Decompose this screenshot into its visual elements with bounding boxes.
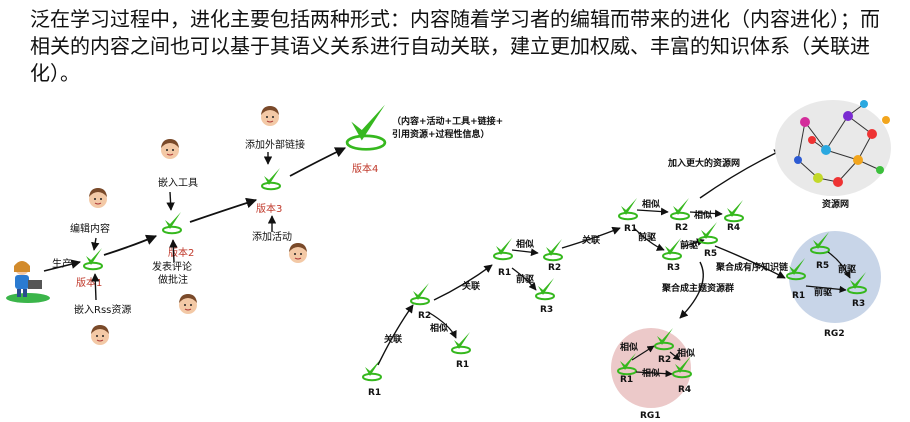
- embed-tool-label: 嵌入工具: [158, 177, 198, 189]
- resource-net-label: 资源网: [822, 198, 849, 210]
- rg2-prereq-a-label: 前驱: [838, 263, 856, 275]
- rg2-prereq-b-label: 前驱: [814, 286, 832, 298]
- join-larger-net-label: 加入更大的资源网: [667, 157, 740, 169]
- version3-check-icon: [261, 167, 281, 191]
- stage1-r1-label: R1: [368, 388, 381, 398]
- rg1-group: R2 R1 R4 相似 相似 相似: [611, 327, 695, 408]
- stage2-r2-label: R2: [548, 263, 561, 273]
- link-person-icon: [260, 105, 280, 127]
- rg1-r1-label: R1: [620, 375, 633, 385]
- add-external-link-label: 添加外部链接: [245, 138, 305, 151]
- stage3-similar-a-label: 相似: [642, 198, 660, 210]
- stage3-assoc-label: 关联: [582, 234, 601, 246]
- rg1-label: RG1: [640, 411, 661, 421]
- stage1-r2-check-icon: [410, 282, 430, 306]
- rg2-r3-label: R3: [852, 299, 865, 309]
- stage2-r1-check-icon: [493, 237, 513, 261]
- annotate-label: 做批注: [158, 273, 188, 286]
- version3-label: 版本3: [256, 202, 282, 215]
- produce-label: 生产: [52, 257, 72, 270]
- version4-desc-line1: （内容+活动+工具+链接+: [392, 115, 503, 127]
- stage2-r2-check-icon: [543, 238, 563, 262]
- intro-paragraph: 泛在学习过程中，进化主要包括两种形式：内容随着学习者的编辑而带来的进化（内容进化…: [30, 7, 880, 85]
- rg2-group: R5 R1 R3 前驱 前驱: [786, 231, 881, 323]
- stage2-assoc-label: 关联: [462, 280, 481, 292]
- stage3-r2-label: R2: [675, 223, 688, 233]
- stage3-prereq-b-label: 前驱: [680, 239, 698, 251]
- stage1-r1b-label: R1: [456, 360, 469, 370]
- commenter-person-icon: [178, 293, 198, 315]
- stage3-similar-b-label: 相似: [694, 209, 712, 221]
- stage1-r2-label: R2: [418, 311, 431, 321]
- content-evolution: 生产 版本1 编辑内容 嵌入Rss资源 版本2 嵌入工具 发表评论 做批注: [6, 104, 503, 346]
- rg1-similar-b-label: 相似: [677, 347, 695, 359]
- aggregate-ordered-label: 聚合成有序知识链: [715, 261, 789, 273]
- producer-person-icon: [6, 261, 50, 303]
- resource-net-network-icon: [775, 100, 891, 196]
- version4-label: 版本4: [352, 162, 378, 175]
- edit-content-label: 编辑内容: [70, 222, 110, 235]
- stage3-r4-label: R4: [727, 223, 740, 233]
- aggregate-topic-label: 聚合成主题资源群: [661, 282, 734, 294]
- version1-label: 版本1: [76, 276, 102, 289]
- activity-person-icon: [288, 242, 308, 264]
- stage3-r1-label: R1: [624, 224, 637, 234]
- stage2-similar-label: 相似: [516, 238, 534, 250]
- tool-person-icon: [160, 138, 180, 160]
- embed-rss-label: 嵌入Rss资源: [74, 303, 131, 316]
- rg1-similar-a-label: 相似: [620, 341, 638, 353]
- stage3-r1-check-icon: [618, 197, 638, 221]
- stage3-r3-label: R3: [667, 263, 680, 273]
- stage2-r1-label: R1: [498, 268, 511, 278]
- version4-check-icon: [345, 104, 387, 151]
- rg1-similar-c-label: 相似: [642, 367, 660, 379]
- stage3-r4-check-icon: [724, 199, 744, 223]
- rg2-r5-label: R5: [816, 261, 829, 271]
- stage2-r3-check-icon: [535, 277, 555, 301]
- rg2-r1-label: R1: [792, 291, 805, 301]
- rg1-r2-label: R2: [658, 355, 671, 365]
- stage1-r1-check-icon: [362, 358, 382, 382]
- stage1-similar-label: 相似: [430, 322, 448, 334]
- stage2-r3-label: R3: [540, 305, 553, 315]
- version2-label: 版本2: [168, 246, 194, 259]
- rg2-label: RG2: [824, 329, 845, 339]
- rg1-r4-label: R4: [678, 385, 691, 395]
- association-evolution: R1 关联 R2 相似 R1 关联 R1 相似 R2 前驱 R3: [362, 100, 891, 421]
- stage3-r2-check-icon: [670, 197, 690, 221]
- stage3-prereq-a-label: 前驱: [638, 231, 656, 243]
- version2-check-icon: [162, 211, 182, 235]
- editor-person-icon: [88, 187, 108, 209]
- rss-person-icon: [90, 324, 110, 346]
- stage2-prereq-label: 前驱: [516, 273, 534, 285]
- stage3-r5-label: R5: [704, 249, 717, 259]
- version4-desc-line2: 引用资源+过程性信息）: [392, 128, 490, 140]
- stage3-r3-check-icon: [662, 237, 682, 261]
- stage1-assoc-label: 关联: [384, 333, 403, 345]
- add-activity-label: 添加活动: [252, 230, 292, 243]
- stage3-r5-check-icon: [698, 221, 718, 245]
- comment-label: 发表评论: [152, 260, 192, 273]
- version1-check-icon: [83, 247, 103, 271]
